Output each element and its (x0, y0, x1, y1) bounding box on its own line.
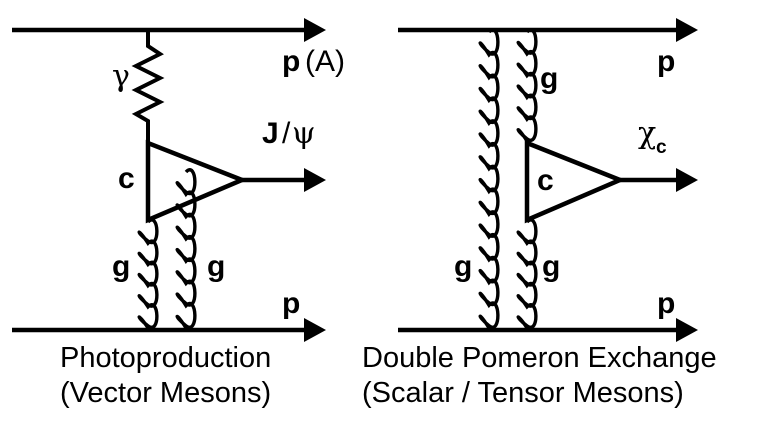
bottom-proton-label-right: p (657, 287, 675, 320)
bottom-proton-arrowhead (304, 318, 326, 342)
top-proton-extra-label: (A) (305, 45, 345, 78)
chic-arrowhead (676, 168, 698, 192)
caption-double-pomeron: Double Pomeron Exchange (362, 342, 717, 374)
jpsi-arrowhead (304, 168, 326, 192)
quark-label-right: c (537, 164, 554, 197)
right-gluon-lines (478, 28, 538, 330)
gluon-upper-right (516, 28, 538, 143)
jpsi-label-psi: ψ (292, 116, 316, 151)
gluon-right-label: g (207, 250, 225, 283)
bottom-proton-label: p (282, 287, 300, 320)
top-proton-label: p (282, 45, 300, 78)
gluon-top-label-right: g (540, 62, 558, 95)
gluon-long-left (478, 28, 500, 330)
gluon-right-label-right: g (542, 250, 560, 283)
double-pomeron-diagram: p g χ c c g g p Double Pomeron Exchange … (362, 18, 717, 409)
bottom-proton-arrowhead-right (676, 318, 698, 342)
chic-subscript: c (656, 137, 667, 158)
gluon-lower-right (516, 218, 538, 330)
chic-label: χ (638, 116, 656, 151)
jpsi-label-slash: / (282, 117, 291, 150)
gluon-left-label: g (112, 250, 130, 283)
gluon-left-label-right: g (454, 250, 472, 283)
gluon-left-lower (137, 218, 159, 330)
photon-propagator (131, 32, 165, 143)
top-proton-label-right: p (657, 45, 675, 78)
quark-loop-triangle-right (524, 139, 626, 224)
photon-label: γ (112, 59, 130, 94)
photoproduction-diagram: γ p (A) J / ψ c g g p Photoproduction (V… (12, 18, 345, 409)
left-gluon-lines (137, 168, 197, 330)
caption-photoproduction: Photoproduction (60, 342, 271, 374)
gluon-right-from-loop (175, 168, 197, 330)
jpsi-label-j: J (262, 117, 279, 150)
top-proton-arrowhead (304, 18, 326, 42)
quark-label: c (118, 162, 135, 195)
top-proton-arrowhead-right (676, 18, 698, 42)
caption-scalar-tensor-mesons: (Scalar / Tensor Mesons) (362, 377, 684, 409)
caption-vector-mesons: (Vector Mesons) (60, 377, 271, 409)
